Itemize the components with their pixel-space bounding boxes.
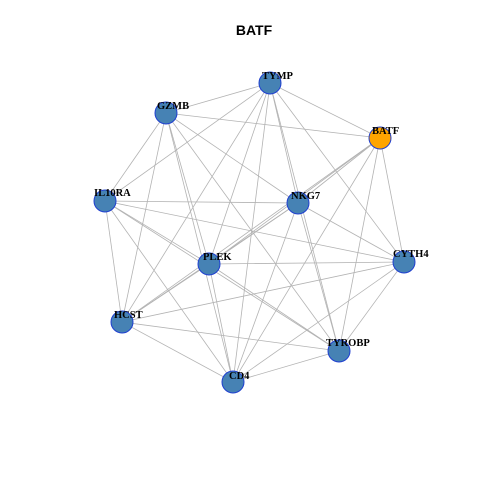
edge-cyth4-cd4 (232, 261, 405, 383)
edge-il10ra-cd4 (104, 200, 234, 383)
edge-tymp-tyrobp (269, 82, 340, 352)
edge-batf-cd4 (232, 137, 381, 383)
edge-tyrobp-cd4 (232, 350, 340, 383)
edge-gzmb-batf (165, 112, 381, 139)
node-layer (93, 71, 416, 394)
edge-gzmb-nkg7 (165, 112, 299, 204)
edge-nkg7-tyrobp (297, 202, 340, 352)
node-label-gzmb: GZMB (157, 101, 189, 112)
edge-nkg7-cd4 (232, 202, 299, 383)
node-nkg7[interactable] (286, 191, 310, 215)
node-cd4[interactable] (221, 370, 245, 394)
edge-batf-hcst (121, 137, 381, 323)
edge-cyth4-hcst (121, 261, 405, 323)
node-label-nkg7: NKG7 (291, 191, 320, 202)
edge-il10ra-nkg7 (104, 200, 299, 204)
node-il10ra[interactable] (93, 189, 117, 213)
edge-plek-hcst (121, 263, 210, 323)
edge-tymp-batf (269, 82, 381, 139)
edge-batf-nkg7 (297, 137, 381, 204)
node-label-batf: BATF (372, 126, 399, 137)
node-label-cd4: CD4 (229, 371, 250, 382)
edge-tymp-plek (208, 82, 271, 265)
edge-il10ra-tyrobp (104, 200, 340, 352)
node-gzmb[interactable] (154, 101, 178, 125)
edge-cyth4-plek (208, 261, 405, 265)
edge-hcst-tyrobp (121, 321, 340, 352)
edge-nkg7-cyth4 (297, 202, 405, 263)
edge-tymp-gzmb (165, 82, 271, 114)
edge-plek-cd4 (208, 263, 234, 383)
edge-il10ra-plek (104, 200, 210, 265)
edge-gzmb-plek (165, 112, 210, 265)
node-hcst[interactable] (110, 310, 134, 334)
edge-hcst-cd4 (121, 321, 234, 383)
edge-cyth4-tyrobp (338, 261, 405, 352)
edge-gzmb-il10ra (104, 112, 167, 202)
node-tyrobp[interactable] (327, 339, 351, 363)
node-label-plek: PLEK (203, 252, 232, 263)
edge-plek-tyrobp (208, 263, 340, 352)
edge-il10ra-hcst (104, 200, 123, 323)
edge-batf-cyth4 (379, 137, 405, 263)
node-label-cyth4: CYTH4 (393, 249, 429, 260)
node-label-hcst: HCST (114, 310, 143, 321)
edge-il10ra-cyth4 (104, 200, 405, 263)
graph-title: BATF (236, 22, 273, 38)
edge-tymp-nkg7 (269, 82, 299, 204)
node-label-tyrobp: TYROBP (326, 338, 370, 349)
node-plek[interactable] (197, 252, 221, 276)
node-label-il10ra: IL10RA (94, 188, 131, 199)
edge-batf-tyrobp (338, 137, 381, 352)
edge-layer (104, 82, 405, 383)
edge-gzmb-cd4 (165, 112, 234, 383)
node-cyth4[interactable] (392, 250, 416, 274)
node-label-tymp: TYMP (262, 71, 293, 82)
edge-gzmb-hcst (121, 112, 167, 323)
node-tymp[interactable] (258, 71, 282, 95)
node-batf[interactable] (368, 126, 392, 150)
edge-tymp-hcst (121, 82, 271, 323)
